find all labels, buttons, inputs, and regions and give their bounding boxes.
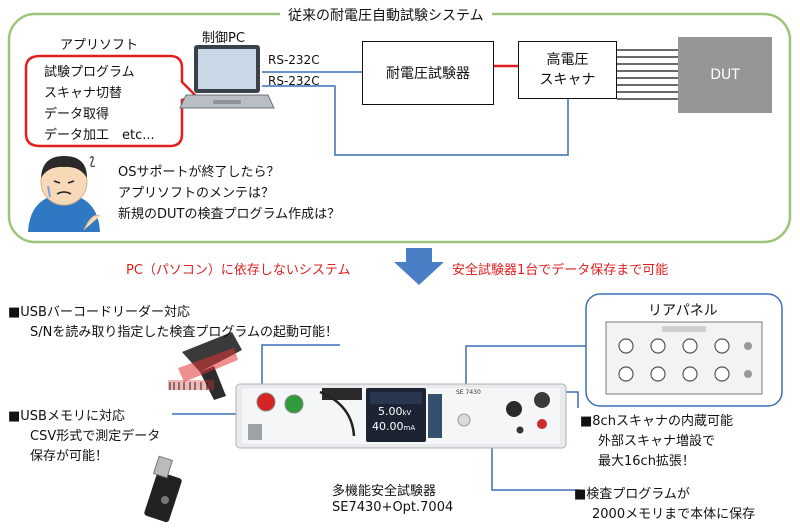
- rear-panel-link-line: [465, 345, 586, 388]
- screen-voltage: 5.00kV: [378, 405, 411, 418]
- rear-panel-title: リアパネル: [648, 303, 718, 319]
- rear-panel-image: [605, 321, 763, 395]
- app-heading: アプリソフト: [60, 38, 139, 53]
- scanner-info-line1: ■8chスキャナの内蔵可能: [580, 414, 733, 429]
- usb-barcode-line1: ■USBバーコードリーダー対応: [8, 305, 190, 320]
- program-link-line: [491, 438, 580, 491]
- laptop-icon: [179, 45, 275, 109]
- app-items-list: 試験プログラム スキャナ切替 データ取得 データ加工 etc...: [44, 62, 155, 146]
- usb-memory-line3: 保存が可能！: [30, 449, 109, 464]
- screen-voltage-unit: kV: [402, 409, 412, 417]
- withstand-tester-box: 耐電圧試験器: [362, 41, 494, 105]
- rs232c-label-2: RS-232C: [268, 74, 320, 88]
- concerns-list: OSサポートが終了したら？ アプリソフトのメンテは？ 新規のDUTの検査プログラ…: [118, 162, 340, 225]
- scanner-info-line3: 最大16ch拡張！: [598, 454, 695, 469]
- program-info-line2: 2000メモリまで本体に保存: [592, 507, 756, 522]
- usb-stick-icon: [144, 455, 182, 523]
- app-speech-bubble: [24, 54, 199, 148]
- concern-item: 新規のDUTの検査プログラム作成は？: [118, 207, 341, 222]
- app-item: スキャナ切替: [44, 86, 123, 101]
- usb-barcode-line2: S/Nを読み取り指定した検査プログラムの起動可能！: [30, 325, 338, 340]
- device-badge: SE 7430: [456, 389, 481, 396]
- screen-voltage-value: 5.00: [378, 405, 403, 418]
- rs232c-line-2: [262, 85, 569, 156]
- hv-scanner-box: 高電圧 スキャナ: [518, 41, 617, 99]
- barcode-scanner-icon: [168, 332, 242, 400]
- scanner-dut-lines: [617, 49, 678, 100]
- screen-current: 40.00mA: [372, 420, 415, 433]
- app-item: データ取得: [44, 107, 110, 122]
- tester-label: 耐電圧試験器: [386, 66, 470, 82]
- barcode-link-line: [261, 344, 340, 384]
- scanner-info-line2: 外部スキャナ増設で: [598, 434, 716, 449]
- down-arrow-icon: [394, 248, 444, 285]
- device-model: SE7430+Opt.7004: [332, 500, 454, 515]
- program-info-line1: ■検査プログラムが: [574, 487, 690, 502]
- usb-memory-line2: CSV形式で測定データ: [30, 429, 161, 444]
- app-item: データ加工 etc...: [44, 128, 155, 143]
- worried-person-icon: [28, 156, 101, 232]
- concern-item: OSサポートが終了したら？: [118, 165, 280, 180]
- app-item: 試験プログラム: [44, 65, 135, 80]
- dut-box: DUT: [678, 37, 772, 113]
- screen-current-unit: mA: [403, 424, 416, 432]
- usb-memory-line1: ■USBメモリに対応: [8, 409, 125, 424]
- rs232c-label-1: RS-232C: [268, 53, 320, 67]
- concern-item: アプリソフトのメンテは？: [118, 186, 275, 201]
- pc-label: 制御PC: [202, 31, 245, 46]
- scanner-label-line1: 高電圧: [546, 52, 589, 68]
- device-name: 多機能安全試験器: [332, 484, 437, 499]
- screen-current-value: 40.00: [372, 420, 404, 433]
- tester-front-panel: [235, 383, 567, 449]
- dut-label: DUT: [710, 67, 740, 83]
- system-title: 従来の耐電圧自動試験システム: [280, 5, 492, 25]
- single-tester-text: 安全試験器1台でデータ保存まで可能: [452, 263, 669, 278]
- pc-independent-text: PC（パソコン）に依存しないシステム: [126, 263, 351, 278]
- scanner-label-line2: スキャナ: [539, 72, 596, 88]
